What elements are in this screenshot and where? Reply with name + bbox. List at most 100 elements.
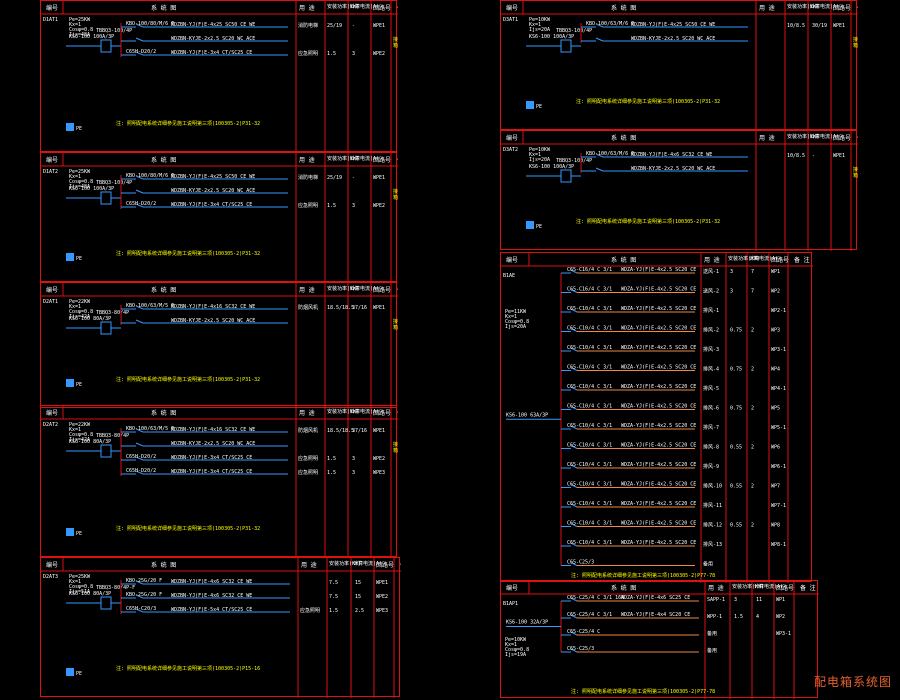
- circuit-current: 2: [751, 445, 754, 451]
- circuit-cable: WDZA-YJ(F)E-4x2.5 SC20 CE: [621, 384, 696, 390]
- circuit-cable: WDZBN-KYJE-2x2.5 SC20 WC ACE: [171, 188, 255, 194]
- panel-id: D1AT2: [43, 169, 58, 175]
- circuit-breaker: C65-C16/4 C 3/1: [567, 287, 612, 293]
- circuit-cable: WDZA-YJ(F)E-4x2.5 SC20 CE: [621, 521, 696, 527]
- panel-id: B1AP1: [503, 601, 518, 607]
- header-id: 编号: [46, 4, 58, 12]
- circuit-number: WP5-1: [771, 425, 786, 431]
- circuit-power: 0.75: [730, 406, 742, 412]
- panel-param: Ijs=48A: [69, 32, 90, 38]
- header-id: 编号: [46, 156, 58, 164]
- panel-param: Kx=1: [69, 174, 81, 180]
- circuit-power: 18.5/18.5: [327, 428, 354, 434]
- circuit-number: WPE2: [373, 203, 385, 209]
- circuit-breaker: C65H-D20/2: [126, 454, 156, 460]
- circuit-breaker: C65-C10/4 C 3/1: [567, 345, 612, 351]
- header-current: 计算电流(A): [350, 155, 379, 162]
- header-use: 用 途: [301, 561, 317, 569]
- header-circuit: 回路号: [376, 561, 394, 569]
- incoming-breaker-label: TBBQ3-80/4P: [96, 310, 129, 316]
- circuit-number: WP7-1: [771, 503, 786, 509]
- panel-id: B1AE: [503, 273, 515, 279]
- panel-param: Pe=10KW: [529, 147, 551, 153]
- panel-id: D3AT2: [503, 147, 518, 153]
- panel-footnote: 注: 照明配电系统详细参见施工说明第三项(100305-2)P31-32: [116, 525, 260, 532]
- circuit-use: 排风-4: [703, 366, 719, 373]
- main-switch-label: KS6-100 100A/3P: [529, 164, 574, 170]
- header-note: 备 注: [397, 4, 398, 12]
- circuit-use: WPP-1: [707, 614, 722, 620]
- circuit-use: 应急照明: [298, 455, 318, 462]
- circuit-number: WP3-1: [771, 347, 786, 353]
- circuit-cable: WDZA-YJ(F)E-4x2.5 SC20 CE: [621, 482, 696, 488]
- panel-param: Pe=22KW: [69, 299, 91, 305]
- circuit-power: 1.5: [327, 456, 336, 462]
- header-use: 用 途: [299, 409, 315, 417]
- panel-param: Cosφ=0.8: [69, 27, 93, 33]
- circuit-power: 1.5: [327, 203, 336, 209]
- panel-remark: 接消防风机控制: [393, 441, 398, 448]
- circuit-use: 排风-10: [703, 483, 722, 490]
- pe-terminal: [66, 123, 74, 131]
- header-power: 安装功率(KW): [728, 255, 760, 262]
- circuit-number: WPE1: [373, 305, 385, 311]
- panel-param: Ijs=20A: [529, 157, 550, 163]
- circuit-cable: WDZBN-KYJE-2x2.5 SC20 WC ACE: [171, 36, 255, 42]
- circuit-breaker: C65-C10/4 C 3/1: [567, 482, 612, 488]
- header-note: 备 注: [397, 286, 398, 294]
- circuit-current: 3: [352, 456, 355, 462]
- circuit-number: WP8: [771, 523, 780, 529]
- panel-remark: 接消防设备控制: [853, 36, 858, 43]
- circuit-use: 排风-5: [703, 385, 719, 392]
- circuit-power: 25/19: [327, 175, 342, 181]
- circuit-number: WP3-1: [776, 631, 791, 637]
- panel-param: Pe=10KW: [505, 637, 527, 643]
- circuit-use: 排风-1: [703, 307, 719, 314]
- circuit-number: WPE2: [373, 456, 385, 462]
- panel-param: Kx=1: [505, 642, 517, 648]
- circuit-number: WPE1: [373, 175, 385, 181]
- panel-remark: 接消防设备控制: [853, 166, 858, 173]
- header-use: 用 途: [299, 286, 315, 294]
- circuit-breaker: C65H-D20/2: [126, 201, 156, 207]
- circuit-cable: WDZA-YJ(F)E-4x2.5 SC20 CE: [621, 287, 696, 293]
- circuit-use: 应急照明: [300, 607, 320, 614]
- circuit-cable: WDZBN-YJ(F)E-3x4 CT/SC25 CE: [171, 469, 252, 475]
- circuit-current: 37/16: [352, 305, 367, 311]
- header-scheme: 系 统 图: [611, 4, 636, 12]
- panel-param: Pe=22KW: [69, 422, 91, 428]
- circuit-use: 排风-7: [703, 424, 719, 431]
- drawing-caption: 配电箱系统图: [813, 675, 892, 689]
- circuit-cable: WDZBN-KYJE-2x2.5 SC20 WC ACE: [171, 441, 255, 447]
- pe-terminal: [526, 101, 534, 109]
- circuit-use: 应急照明: [298, 202, 318, 209]
- header-scheme: 系 统 图: [611, 584, 636, 592]
- circuit-breaker: C65-C10/4 C 3/1: [567, 540, 612, 546]
- circuit-use: SAPP-1: [707, 597, 725, 603]
- circuit-cable: WDZA-YJ(F)E-4x4 SC20 CE: [621, 612, 690, 618]
- header-circuit: 回路号: [373, 286, 391, 294]
- panel-id: D2AT1: [43, 299, 58, 305]
- panel-param: Kx=1: [69, 427, 81, 433]
- circuit-cable: WDZBN-KYJE-2x2.5 SC20 WC ACE: [631, 166, 715, 172]
- circuit-use: 排风-9: [703, 463, 719, 470]
- circuit-breaker: C65-C25/3: [567, 560, 594, 566]
- circuit-breaker: KBO-100/63/M/5 F: [126, 426, 174, 432]
- header-scheme: 系 统 图: [151, 156, 176, 164]
- panel-diagram: 编号系 统 图用 途安装功率(KW)计算电流(A)回路号备 注B1AEPe=11…: [501, 253, 813, 583]
- circuit-breaker: C65-C10/4 C 3/1: [567, 365, 612, 371]
- circuit-breaker: C65-C10/4 C 3/1: [567, 326, 612, 332]
- circuit-current: 2.5: [355, 608, 364, 614]
- circuit-breaker: C65-C25/4 C 3/1 16A: [567, 595, 624, 601]
- circuit-cable: WDZA-YJ(F)E-4x2.5 SC20 CE: [621, 501, 696, 507]
- main-switch-label: KS6-100 80A/3P: [69, 316, 111, 322]
- circuit-cable: WDZA-YJ(F)E-4x2.5 SC20 CE: [621, 443, 696, 449]
- circuit-number: WP4-1: [771, 386, 786, 392]
- panel-footnote: 注: 照明配电系统详细参见施工说明第三项(100305-2)P77-78: [571, 572, 715, 579]
- header-circuit: 回路号: [373, 4, 391, 12]
